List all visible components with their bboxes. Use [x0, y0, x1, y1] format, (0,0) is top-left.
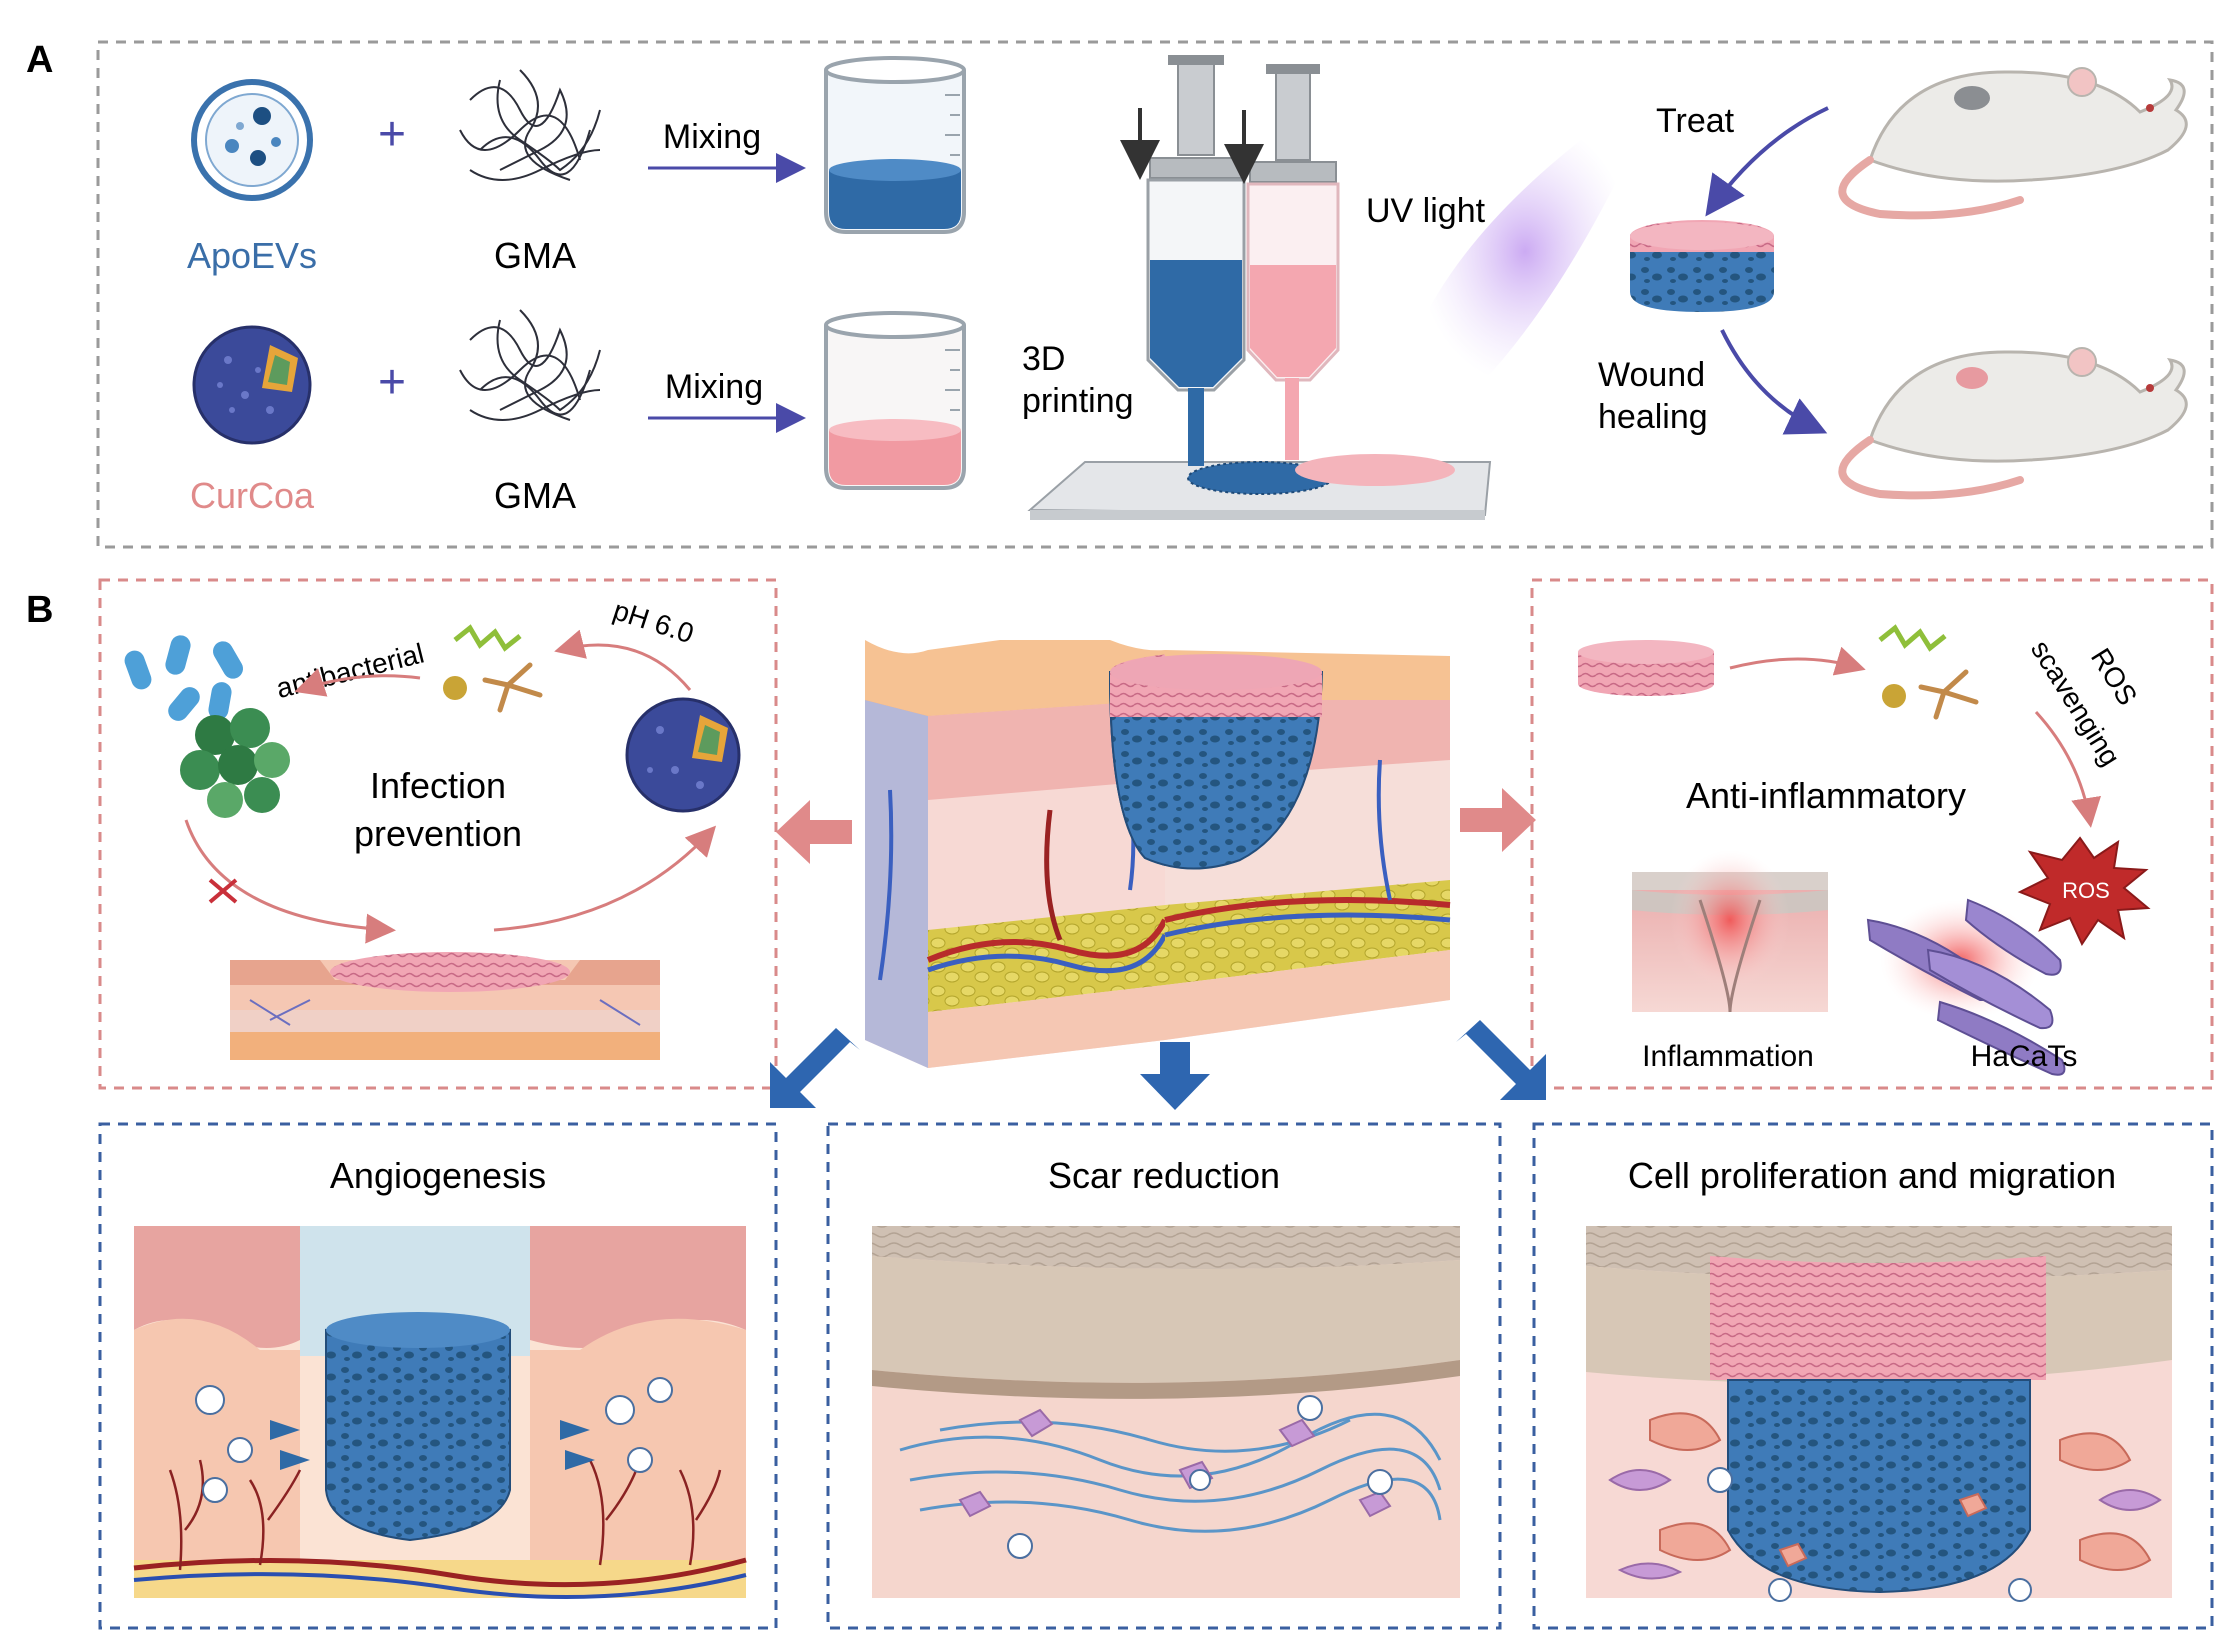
printing-label-line2: printing	[1022, 382, 1134, 420]
ph-label: pH 6.0	[610, 594, 698, 649]
mixing-label-bottom: Mixing	[665, 368, 763, 406]
panel-a-letter: A	[26, 39, 53, 81]
apoevs-vesicle-icon	[191, 79, 313, 201]
scar-reduction-frame	[826, 1122, 1502, 1630]
antibacterial-arrow	[294, 668, 421, 697]
curcoa-nanoparticle-icon-b	[625, 697, 741, 813]
cell-proliferation-illustration	[1586, 1226, 2172, 1602]
antibacterial-label: antibacterial	[273, 637, 427, 704]
treat-arrow	[1705, 106, 1829, 217]
ros-burst-label: ROS	[2062, 878, 2110, 903]
arrow-to-anti-inflammatory	[1460, 788, 1536, 852]
treat-label: Treat	[1656, 102, 1735, 140]
released-molecules-icon	[443, 624, 543, 713]
panel-b-letter: B	[26, 589, 53, 631]
infection-prevention-frame	[98, 578, 778, 1090]
scar-reduction-illustration	[872, 1226, 1460, 1598]
hydrogel-scaffold-icon	[1630, 220, 1774, 312]
arrow-to-angiogenesis	[770, 1028, 860, 1108]
wound-healing-label-line2: healing	[1598, 398, 1708, 436]
inflammation-label: Inflammation	[1642, 1040, 1814, 1073]
bacteria-colony-icon	[180, 708, 290, 818]
curcoa-nanoparticle-icon	[192, 325, 312, 445]
angiogenesis-label: Angiogenesis	[330, 1155, 546, 1196]
curcoa-label: CurCoa	[190, 475, 315, 516]
gma-label-top: GMA	[494, 235, 576, 276]
anti-inflammatory-label: Anti-inflammatory	[1686, 775, 1966, 816]
plus-top: +	[378, 108, 406, 161]
gma-label-bottom: GMA	[494, 475, 576, 516]
bacteria-icon	[124, 635, 243, 721]
scar-reduction-label: Scar reduction	[1048, 1155, 1280, 1196]
cell-proliferation-frame	[1532, 1122, 2214, 1630]
wound-healing-label-line1: Wound	[1598, 356, 1705, 394]
beaker-blue-icon	[824, 56, 966, 234]
angiogenesis-frame	[98, 1122, 778, 1630]
blocked-arrow	[184, 819, 396, 944]
gma-polymer-icon-top	[459, 69, 601, 181]
wound-healing-arrow	[1720, 329, 1828, 435]
hydrogel-disc-pink-icon	[1578, 640, 1714, 696]
mouse-wounded-icon	[1838, 67, 2188, 220]
angiogenesis-illustration	[133, 1226, 747, 1599]
infection-prevention-label-line1: Infection	[370, 765, 506, 806]
uv-light-beam	[1418, 118, 1632, 385]
mouse-healed-icon	[1838, 347, 2188, 500]
gma-polymer-icon-bottom	[459, 309, 601, 421]
panel-a-frame	[96, 40, 2214, 549]
cell-proliferation-label: Cell proliferation and migration	[1628, 1155, 2116, 1196]
skin-wound-block-illustration	[865, 640, 1451, 1068]
printing-label-line1: 3D	[1022, 340, 1065, 378]
arrow-to-cell-proliferation	[1456, 1020, 1546, 1100]
plus-bottom: +	[378, 356, 406, 409]
hacats-cells-icon	[1866, 898, 2066, 1076]
release-arrow	[1729, 646, 1866, 676]
skin-section-small-icon	[230, 952, 660, 1060]
mixing-label-top: Mixing	[663, 118, 761, 156]
ros-scavenging-label-line1: ROS	[2085, 643, 2143, 711]
hacats-label: HaCaTs	[1971, 1040, 2078, 1073]
bioprinter-icon	[1027, 55, 1492, 520]
released-molecules-icon-right	[1878, 624, 1979, 720]
ph-arrow	[554, 629, 692, 691]
inflammation-tissue-icon	[1632, 850, 1828, 1013]
apoevs-label: ApoEVs	[187, 235, 317, 276]
uv-light-label: UV light	[1366, 192, 1486, 230]
ros-burst-icon	[2017, 836, 2151, 947]
infection-prevention-label-line2: prevention	[354, 813, 522, 854]
ros-scavenging-arrow	[2034, 710, 2101, 828]
arrow-to-scar-reduction	[1140, 1042, 1210, 1110]
block-cross-icon	[208, 878, 238, 904]
beaker-pink-icon	[824, 311, 966, 490]
return-arrow	[493, 825, 717, 932]
arrow-to-infection	[776, 800, 852, 864]
